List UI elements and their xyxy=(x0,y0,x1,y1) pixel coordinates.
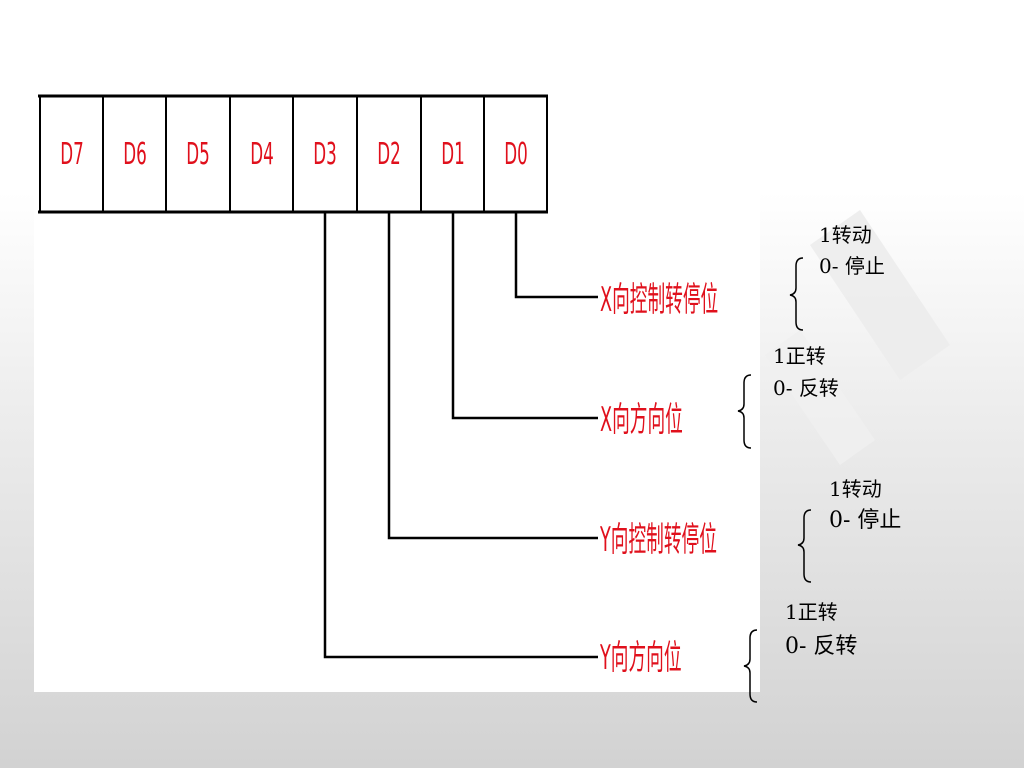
wire-d2 xyxy=(387,212,598,540)
bit-d4: D4 xyxy=(250,136,274,172)
label-y-direction: Y向方向位 xyxy=(600,638,682,678)
label-x-direction: X向方向位 xyxy=(600,400,683,440)
note-d1-value-1: 1正转 xyxy=(773,344,826,368)
bit-d7: D7 xyxy=(60,136,84,172)
note-d2-value-1: 1转动 xyxy=(829,477,882,501)
note-d3-value-1: 1正转 xyxy=(785,600,838,624)
note-d0-value-0: 0- 停止 xyxy=(819,254,885,278)
brace-d3 xyxy=(743,629,758,703)
brace-d2 xyxy=(797,509,812,583)
label-y-start-stop: Y向控制转停位 xyxy=(600,520,717,560)
wire-d1 xyxy=(451,212,598,420)
bit-d5: D5 xyxy=(186,136,210,172)
note-d0-value-1: 1转动 xyxy=(819,223,872,247)
wire-d3 xyxy=(323,212,598,659)
diagram-panel xyxy=(34,75,760,692)
bit-d6: D6 xyxy=(123,136,147,172)
label-x-start-stop: X向控制转停位 xyxy=(600,280,719,320)
bit-d1: D1 xyxy=(441,136,465,172)
note-d2-value-0: 0- 停止 xyxy=(829,508,902,533)
brace-d1 xyxy=(737,374,752,449)
brace-d0 xyxy=(789,257,804,331)
deco-stripe-1 xyxy=(810,210,950,380)
bit-d0: D0 xyxy=(504,136,528,172)
deco-stripe-2 xyxy=(765,330,875,465)
bit-d2: D2 xyxy=(377,136,401,172)
note-d1-value-0: 0- 反转 xyxy=(773,376,839,400)
bit-d3: D3 xyxy=(313,136,337,172)
wire-d0 xyxy=(514,212,598,299)
note-d3-value-0: 0- 反转 xyxy=(785,634,858,659)
